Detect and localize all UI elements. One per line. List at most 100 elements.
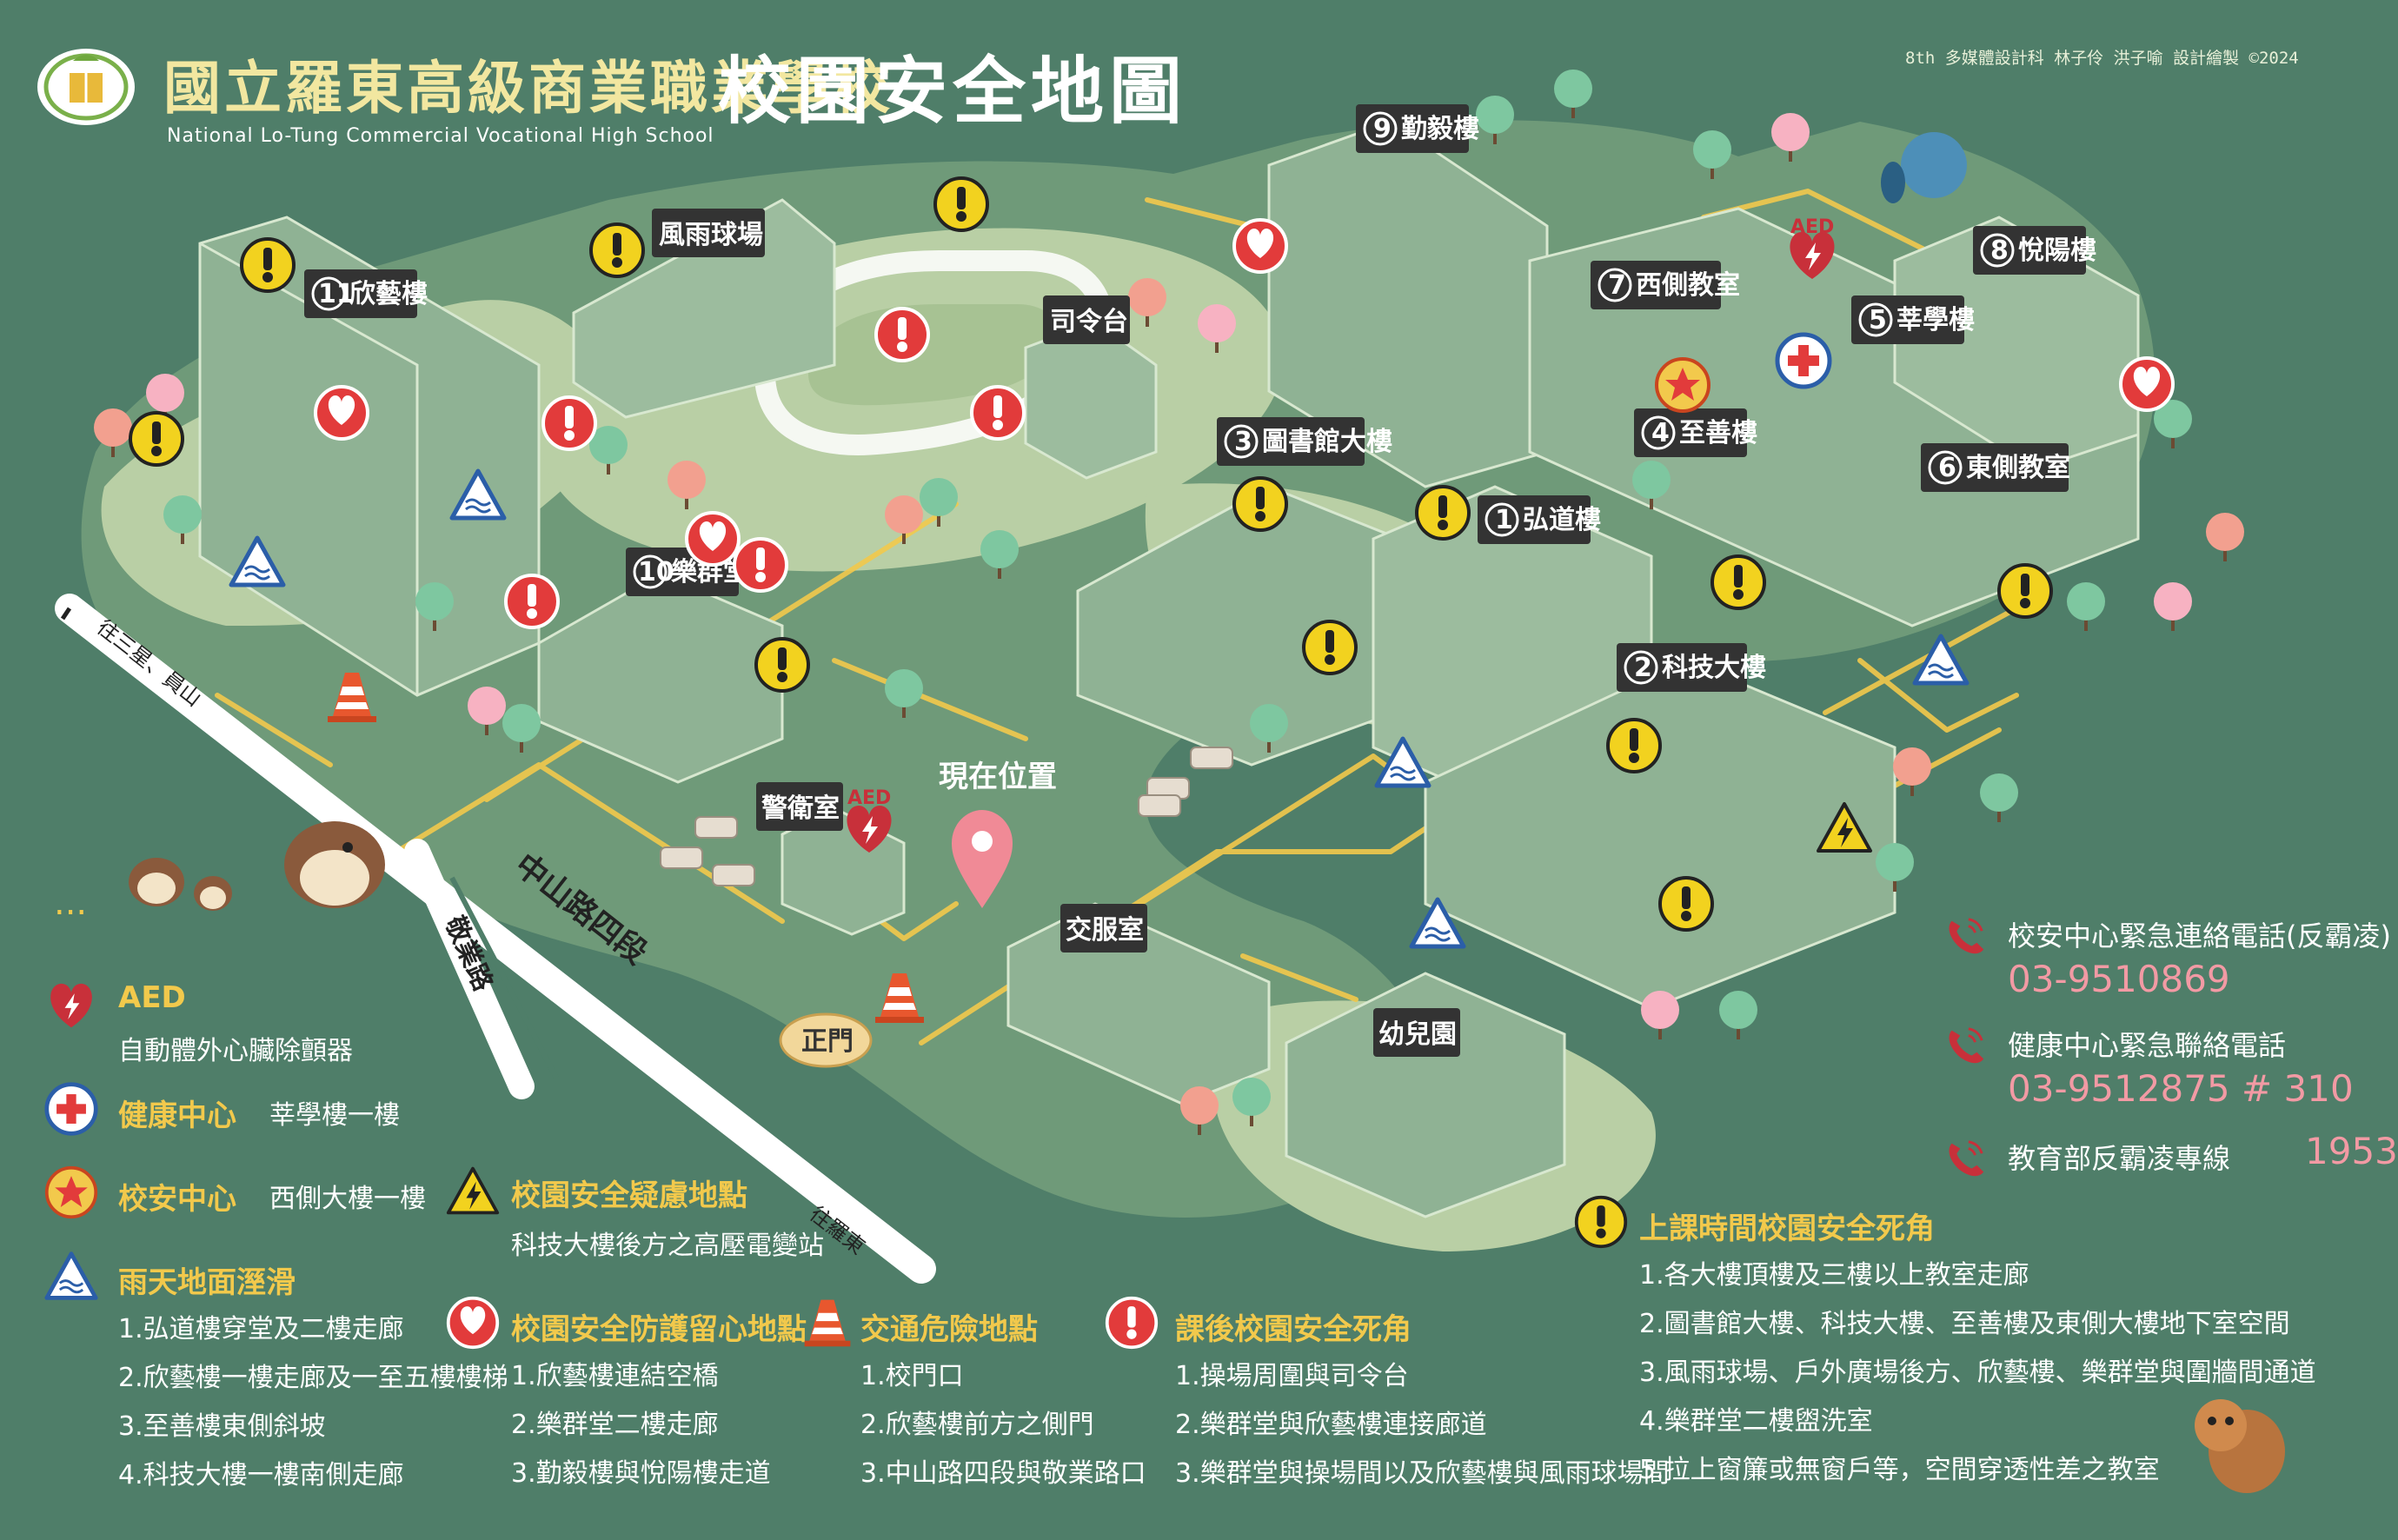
list-item: 3.至善樓東側斜坡 bbox=[118, 1411, 326, 1442]
traffic-cone-icon bbox=[804, 1299, 851, 1347]
school-name-en: National Lo-Tung Commercial Vocational H… bbox=[167, 125, 714, 147]
high-voltage-icon bbox=[446, 1166, 500, 1215]
main-gate-label: 正門 bbox=[801, 1026, 854, 1057]
bld-11-no: 11 bbox=[318, 279, 355, 309]
legend-security-title: 校安中心 bbox=[118, 1182, 236, 1217]
bld-4-name: 至善樓 bbox=[1679, 418, 1757, 448]
sparrow-family: ... bbox=[54, 821, 385, 923]
list-item: 1.各大樓頂樓及三樓以上教室走廊 bbox=[1639, 1260, 2029, 1291]
map-title: 校園安全地圖 bbox=[718, 49, 1188, 134]
red-exclamation-icon bbox=[1105, 1296, 1159, 1350]
bld-3-name: 圖書館大樓 bbox=[1262, 427, 1392, 457]
label-stage: 司令台 bbox=[1043, 295, 1130, 344]
bld-6-name: 東側教室 bbox=[1966, 453, 2070, 483]
label-kindergarten: 幼兒園 bbox=[1373, 1008, 1460, 1057]
label-bld-7: 7 西側教室 bbox=[1591, 261, 1740, 309]
aed-tag-2: AED bbox=[1790, 216, 1834, 238]
label-bld-6: 6 東側教室 bbox=[1921, 443, 2070, 492]
bld-9-no: 9 bbox=[1373, 114, 1392, 144]
you-are-here-label: 現在位置 bbox=[939, 760, 1057, 794]
ellipsis-dots: ... bbox=[54, 883, 87, 923]
building-east-west bbox=[1528, 207, 2140, 627]
guard-room-label: 警衛室 bbox=[761, 793, 840, 824]
phone-icon bbox=[1948, 1140, 1985, 1178]
legend-class-time-title: 上課時間校園安全死角 bbox=[1639, 1211, 1935, 1246]
slippery-warning-icon bbox=[43, 1250, 99, 1302]
roads bbox=[55, 594, 936, 1284]
stage-label: 司令台 bbox=[1050, 307, 1128, 337]
building-kindergarten bbox=[1285, 972, 1566, 1218]
list-item: 4.科技大樓一樓南側走廊 bbox=[118, 1460, 404, 1490]
yellow-exclamation-icon bbox=[1574, 1195, 1628, 1249]
campus-map: 中山路四段 敬業路 往三星、員山 往羅東 bbox=[54, 70, 2285, 1493]
bld-1-no: 1 bbox=[1495, 505, 1513, 535]
bld-5-no: 5 bbox=[1869, 305, 1887, 335]
squirrel bbox=[2195, 1399, 2285, 1493]
label-bld-8: 8 悅陽樓 bbox=[1973, 226, 2096, 275]
legend-slippery-title: 雨天地面溼滑 bbox=[118, 1265, 296, 1300]
star-icon bbox=[44, 1165, 98, 1219]
bld-2-name: 科技大樓 bbox=[1662, 653, 1766, 683]
building-yueyang bbox=[1893, 216, 2140, 471]
legend-health-title: 健康中心 bbox=[118, 1099, 236, 1133]
legend-suspicious-item: 科技大樓後方之高壓電變站 bbox=[511, 1231, 824, 1261]
building-rain-court bbox=[572, 198, 836, 419]
legend-after-school-title: 課後校園安全死角 bbox=[1175, 1312, 1412, 1347]
heart-icon bbox=[446, 1296, 500, 1350]
legend-slippery-list: 1.弘道樓穿堂及二樓走廊 2.欣藝樓一樓走廊及一至五樓樓梯 3.至善樓東側斜坡 … bbox=[118, 1305, 508, 1500]
bld-5-name: 莘學樓 bbox=[1896, 305, 1975, 335]
rain-court-label: 風雨球場 bbox=[659, 220, 763, 250]
you-are-here: 現在位置 bbox=[939, 760, 1057, 908]
list-item: 3.風雨球場、戶外廣場後方、欣藝樓、樂群堂與圍牆間通道 bbox=[1639, 1357, 2316, 1388]
list-item: 2.欣藝樓前方之側門 bbox=[860, 1410, 1094, 1440]
legend-aed-desc: 自動體外心臟除顫器 bbox=[118, 1036, 353, 1066]
kindergarten-label: 幼兒園 bbox=[1378, 1019, 1457, 1050]
label-rain-court: 風雨球場 bbox=[652, 209, 765, 257]
peacock bbox=[1881, 132, 1967, 203]
label-uniform-room: 交服室 bbox=[1060, 904, 1147, 953]
list-item: 1.校門口 bbox=[860, 1361, 964, 1391]
legend-aed-title: AED bbox=[118, 980, 186, 1015]
aed-tag-1: AED bbox=[847, 787, 891, 809]
label-bld-5: 5 莘學樓 bbox=[1851, 295, 1975, 344]
label-bld-9: 9 勤毅樓 bbox=[1356, 104, 1479, 153]
uniform-room-label: 交服室 bbox=[1066, 915, 1144, 946]
bld-8-no: 8 bbox=[1990, 236, 2009, 266]
contact-health-number[interactable]: 03-9512875 # 310 bbox=[2008, 1067, 2354, 1110]
bld-11-name: 欣藝樓 bbox=[349, 279, 428, 309]
bld-7-name: 西側教室 bbox=[1636, 270, 1740, 301]
list-item: 2.樂群堂二樓走廊 bbox=[511, 1410, 719, 1440]
contact-moe-number[interactable]: 1953 bbox=[2305, 1130, 2398, 1172]
bld-7-no: 7 bbox=[1608, 270, 1626, 301]
bld-8-name: 悅陽樓 bbox=[2018, 236, 2096, 266]
bld-4-no: 4 bbox=[1651, 418, 1670, 448]
school-logo bbox=[35, 42, 137, 129]
buildings bbox=[198, 120, 2140, 1218]
legend-care-title: 校園安全防護留心地點 bbox=[511, 1312, 807, 1347]
contact-health-label: 健康中心緊急聯絡電話 bbox=[2008, 1029, 2287, 1062]
bld-6-no: 6 bbox=[1938, 453, 1956, 483]
list-item: 5.拉上窗簾或無窗戶等，空間穿透性差之教室 bbox=[1639, 1455, 2160, 1485]
list-item: 2.圖書館大樓、科技大樓、至善樓及東側大樓地下室空間 bbox=[1639, 1309, 2290, 1339]
label-bld-1: 1 弘道樓 bbox=[1478, 495, 1601, 544]
bld-10-no: 10 bbox=[638, 557, 674, 587]
main-gate: 正門 bbox=[779, 1012, 873, 1068]
bld-1-name: 弘道樓 bbox=[1523, 505, 1601, 535]
legend-traffic-list: 1.校門口 2.欣藝樓前方之側門 3.中山路四段與敬業路口 bbox=[860, 1352, 1146, 1498]
list-item: 2.樂群堂與欣藝樓連接廊道 bbox=[1175, 1410, 1487, 1440]
contact-security-number[interactable]: 03-9510869 bbox=[2008, 958, 2230, 1000]
list-item: 1.欣藝樓連結空橋 bbox=[511, 1361, 719, 1391]
legend-class-time-list: 1.各大樓頂樓及三樓以上教室走廊 2.圖書館大樓、科技大樓、至善樓及東側大樓地下… bbox=[1639, 1251, 2316, 1495]
phone-icon bbox=[1948, 1027, 1985, 1065]
bld-9-name: 勤毅樓 bbox=[1401, 114, 1479, 144]
school-name-zh: 國立羅東高級商業職業學校 bbox=[163, 55, 893, 122]
contact-security-label: 校安中心緊急連絡電話(反霸凌) bbox=[2008, 919, 2391, 953]
list-item: 1.弘道樓穿堂及二樓走廊 bbox=[118, 1314, 404, 1344]
aed-map-marker: AED AED bbox=[847, 216, 1835, 853]
legend-after-school-list: 1.操場周圍與司令台 2.樂群堂與欣藝樓連接廊道 3.樂群堂與操場間以及欣藝樓與… bbox=[1175, 1352, 1670, 1498]
legend-health-desc: 莘學樓一樓 bbox=[269, 1100, 400, 1131]
